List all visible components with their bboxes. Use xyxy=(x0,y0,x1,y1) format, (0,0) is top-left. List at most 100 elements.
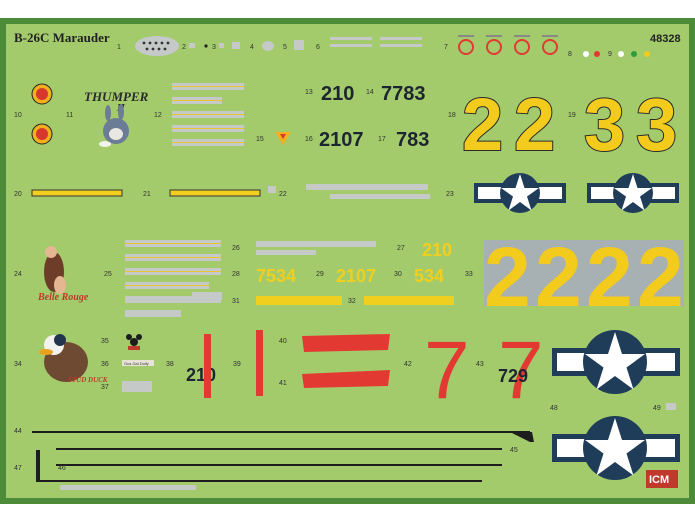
stud-duck-title: STUD DUCK xyxy=(68,376,109,384)
tag-36-backing xyxy=(122,360,154,366)
code-19b: 3 xyxy=(636,83,677,166)
yellow-band-32b xyxy=(364,296,454,305)
code-42a: 7 xyxy=(424,325,470,416)
icm-logo: ICM xyxy=(646,470,678,488)
svg-text:4: 4 xyxy=(250,44,254,51)
svg-text:38: 38 xyxy=(166,361,174,368)
svg-text:48: 48 xyxy=(550,405,558,412)
stencil-37 xyxy=(122,381,152,392)
svg-text:12: 12 xyxy=(154,112,162,119)
black-line-47-hook xyxy=(36,450,40,482)
black-line-44 xyxy=(32,431,530,433)
mickey-mouse-icon xyxy=(126,334,142,350)
black-line-44-hook xyxy=(510,432,534,442)
squadron-badge-10b xyxy=(31,123,53,145)
stencil-dots-1 xyxy=(142,41,170,51)
svg-text:32: 32 xyxy=(348,298,356,305)
stencil-panel-1 xyxy=(135,36,179,56)
svg-text:13: 13 xyxy=(305,89,313,96)
stencil-31 xyxy=(192,292,222,300)
svg-text:30: 30 xyxy=(394,271,402,278)
svg-text:15: 15 xyxy=(256,136,264,143)
nav-light-9b xyxy=(631,51,637,57)
svg-text:18: 18 xyxy=(448,112,456,119)
svg-text:24: 24 xyxy=(14,271,22,278)
red-ring-decals-7 xyxy=(458,39,558,55)
svg-text:10: 10 xyxy=(14,112,22,119)
national-insignia-1 xyxy=(474,173,566,213)
code-18a: 2 xyxy=(462,83,503,166)
logo-text: ICM xyxy=(649,474,669,486)
svg-text:40: 40 xyxy=(279,338,287,345)
svg-text:46: 46 xyxy=(58,465,66,472)
svg-text:29: 29 xyxy=(316,271,324,278)
yellow-band-21 xyxy=(169,189,261,197)
svg-text:49: 49 xyxy=(653,405,661,412)
svg-text:35: 35 xyxy=(101,338,109,345)
svg-text:26: 26 xyxy=(232,245,240,252)
code-33b: 2 xyxy=(535,230,582,324)
nav-light-8b xyxy=(594,51,600,57)
serial-38: 210 xyxy=(186,365,216,385)
svg-text:31: 31 xyxy=(232,298,240,305)
stencil-block-26-dots xyxy=(125,243,221,286)
stencil-strip-27a xyxy=(256,241,376,247)
red-stripe-39a xyxy=(204,334,211,398)
nav-light-9a xyxy=(618,51,624,57)
serial-28: 7534 xyxy=(256,266,296,286)
serial-13: 210 xyxy=(321,83,354,105)
black-line-46 xyxy=(56,464,502,466)
svg-text:39: 39 xyxy=(233,361,241,368)
svg-text:6: 6 xyxy=(316,44,320,51)
national-insignia-2 xyxy=(587,173,679,213)
svg-text:19: 19 xyxy=(568,112,576,119)
yellow-band-20 xyxy=(31,189,123,197)
red-stripe-39b xyxy=(256,330,263,396)
serial-14: 7783 xyxy=(381,83,426,105)
stencil-block-12-dots xyxy=(172,86,244,143)
svg-text:44: 44 xyxy=(14,428,22,435)
svg-text:16: 16 xyxy=(305,136,313,143)
national-insignia-4 xyxy=(552,416,680,480)
tag-36: Gus Gal Dolly xyxy=(124,361,149,366)
thumper-nose-art: THUMPER II xyxy=(84,89,149,147)
svg-text:43: 43 xyxy=(476,361,484,368)
code-33d: 2 xyxy=(637,230,684,324)
thumper-title: THUMPER xyxy=(84,89,149,104)
svg-text:5: 5 xyxy=(283,44,287,51)
code-33a: 2 xyxy=(484,230,531,324)
code-43a: 7 xyxy=(498,325,544,416)
code-19a: 3 xyxy=(584,83,625,166)
stencil-strips-top xyxy=(330,37,422,47)
sheet-title: B-26C Marauder xyxy=(14,30,110,45)
stencil-strips-23 xyxy=(306,184,430,199)
code-33-backing xyxy=(484,240,684,306)
squadron-badge-10a xyxy=(31,83,53,105)
svg-text:17: 17 xyxy=(378,136,386,143)
stencil-bottom xyxy=(60,485,196,490)
national-insignia-3 xyxy=(552,330,680,394)
stencil-3a xyxy=(219,43,224,48)
svg-text:9: 9 xyxy=(608,51,612,58)
svg-text:42: 42 xyxy=(404,361,412,368)
nav-light-9c xyxy=(644,51,650,57)
svg-text:27: 27 xyxy=(397,245,405,252)
red-dash-41 xyxy=(302,370,390,388)
serial-17: 783 xyxy=(396,129,429,151)
serial-43: 729 xyxy=(498,366,528,386)
svg-text:47: 47 xyxy=(14,465,22,472)
belle-title: Belle Rouge xyxy=(37,292,89,303)
svg-text:25: 25 xyxy=(104,271,112,278)
serial-16: 2107 xyxy=(319,129,364,151)
stencil-2b xyxy=(204,44,208,48)
stud-duck-nose-art: STUD DUCK xyxy=(39,334,109,384)
red-ring-labels xyxy=(458,35,558,37)
serial-29: 2107 xyxy=(336,266,376,286)
stencil-strip-27b xyxy=(256,250,316,255)
stencil-2a xyxy=(189,43,195,48)
decal-number-labels: 1 2 3 4 5 6 7 8 9 10 11 12 13 14 15 16 1… xyxy=(14,44,661,472)
svg-text:28: 28 xyxy=(232,271,240,278)
red-dash-40 xyxy=(302,334,390,352)
serial-27: 210 xyxy=(422,240,452,260)
svg-text:11: 11 xyxy=(66,112,73,119)
